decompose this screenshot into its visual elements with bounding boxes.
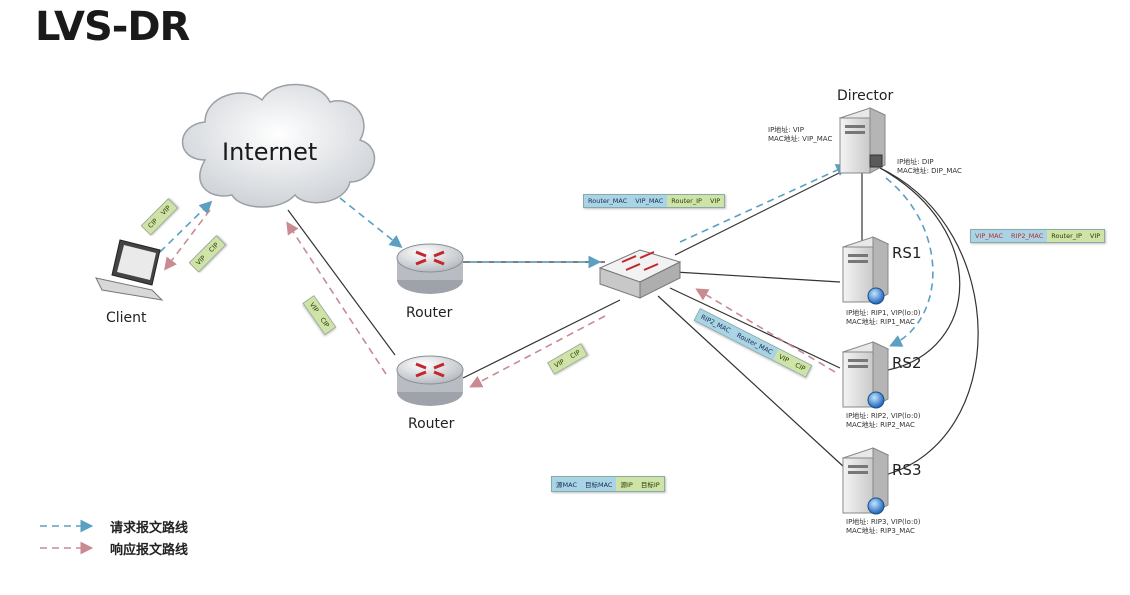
rs1-label: RS1 (892, 244, 922, 262)
link-director-rs3 (879, 167, 979, 476)
rs3-label: RS3 (892, 461, 922, 479)
legend-response-label: 响应报文路线 (110, 543, 189, 558)
rs3-ip: IP地址: RIP3, VIP(lo:0) (846, 518, 921, 526)
router1-label: Router (406, 305, 453, 321)
link-switch-director (674, 169, 846, 256)
router2-label: Router (408, 416, 455, 432)
director-label: Director (837, 88, 894, 104)
internet-label: Internet (222, 138, 318, 166)
director-server-icon (838, 107, 887, 174)
packet-field: VIP (1085, 230, 1105, 242)
director-dip-info: IP地址: DIP MAC地址: DIP_MAC (897, 158, 962, 176)
response-path (164, 209, 836, 388)
packet-field: 目标IP (636, 477, 664, 491)
resp-router2-internet (286, 221, 387, 375)
director-vip-ip: IP地址: VIP (768, 126, 804, 134)
resp-internet-client (164, 209, 211, 271)
rs3-server-icon (841, 447, 890, 515)
packet-to-rs2: VIP_MAC RIP2_MAC Router_IP VIP (970, 229, 1106, 243)
packet-field: VIP_MAC (971, 230, 1008, 242)
legend-response: 响应报文路线 (110, 539, 188, 558)
packet-legend: 源MAC 目标MAC 源IP 目标IP (551, 476, 665, 492)
packet-field: 源IP (616, 477, 637, 491)
rs2-info: IP地址: RIP2, VIP(lo:0) MAC地址: RIP2_MAC (846, 412, 921, 430)
rs2-ip: IP地址: RIP2, VIP(lo:0) (846, 412, 921, 420)
rs1-mac: MAC地址: RIP1_MAC (846, 318, 915, 326)
packet-field: 目标MAC (580, 477, 617, 491)
req-internet-router1 (339, 197, 403, 248)
client-laptop-icon (95, 239, 164, 301)
resp-switch-router2 (469, 315, 606, 388)
rs2-server-icon (841, 341, 890, 409)
link-director-rs2 (879, 167, 961, 371)
packet-field: 源MAC (552, 477, 581, 491)
request-path (159, 164, 934, 347)
router2-icon (396, 355, 464, 406)
packet-field: VIP (705, 195, 725, 207)
packet-field: Router_IP (1047, 230, 1086, 242)
packet-to-director: Router_MAC VIP_MAC Router_IP VIP (583, 194, 726, 208)
packet-field: Router_IP (667, 195, 706, 207)
rs1-server-icon (841, 236, 890, 305)
director-dip-mac: MAC地址: DIP_MAC (897, 167, 962, 175)
switch-icon (598, 249, 682, 299)
link-internet-router2 (287, 209, 396, 356)
packet-field: RIP2_MAC (1007, 230, 1048, 242)
rs3-mac: MAC地址: RIP3_MAC (846, 527, 915, 535)
packet-field: Router_MAC (584, 195, 632, 207)
legend-lines (40, 519, 94, 555)
rs2-mac: MAC地址: RIP2_MAC (846, 421, 915, 429)
resp-rs2-switch (695, 288, 836, 373)
req-switch-director (679, 164, 849, 243)
link-router2-switch (462, 299, 621, 379)
rs3-info: IP地址: RIP3, VIP(lo:0) MAC地址: RIP3_MAC (846, 518, 921, 536)
req-director-rs2 (885, 177, 934, 347)
rs1-ip: IP地址: RIP1, VIP(lo:0) (846, 309, 921, 317)
legend-request-label: 请求报文路线 (110, 521, 189, 536)
director-vip-info: IP地址: VIP MAC地址: VIP_MAC (768, 126, 832, 144)
director-dip-ip: IP地址: DIP (897, 158, 934, 166)
director-vip-mac: MAC地址: VIP_MAC (768, 135, 833, 143)
rs2-label: RS2 (892, 354, 922, 372)
link-switch-rs1 (674, 271, 841, 283)
router1-icon (396, 243, 464, 294)
page-title: LVS-DR (35, 4, 190, 50)
legend-request: 请求报文路线 (110, 517, 188, 536)
rs1-info: IP地址: RIP1, VIP(lo:0) MAC地址: RIP1_MAC (846, 309, 921, 327)
packet-field: VIP_MAC (631, 195, 668, 207)
client-label: Client (106, 310, 147, 326)
network-links (287, 167, 979, 476)
link-switch-rs2 (669, 287, 841, 369)
internet-cloud (181, 83, 376, 208)
link-switch-rs3 (657, 295, 846, 469)
